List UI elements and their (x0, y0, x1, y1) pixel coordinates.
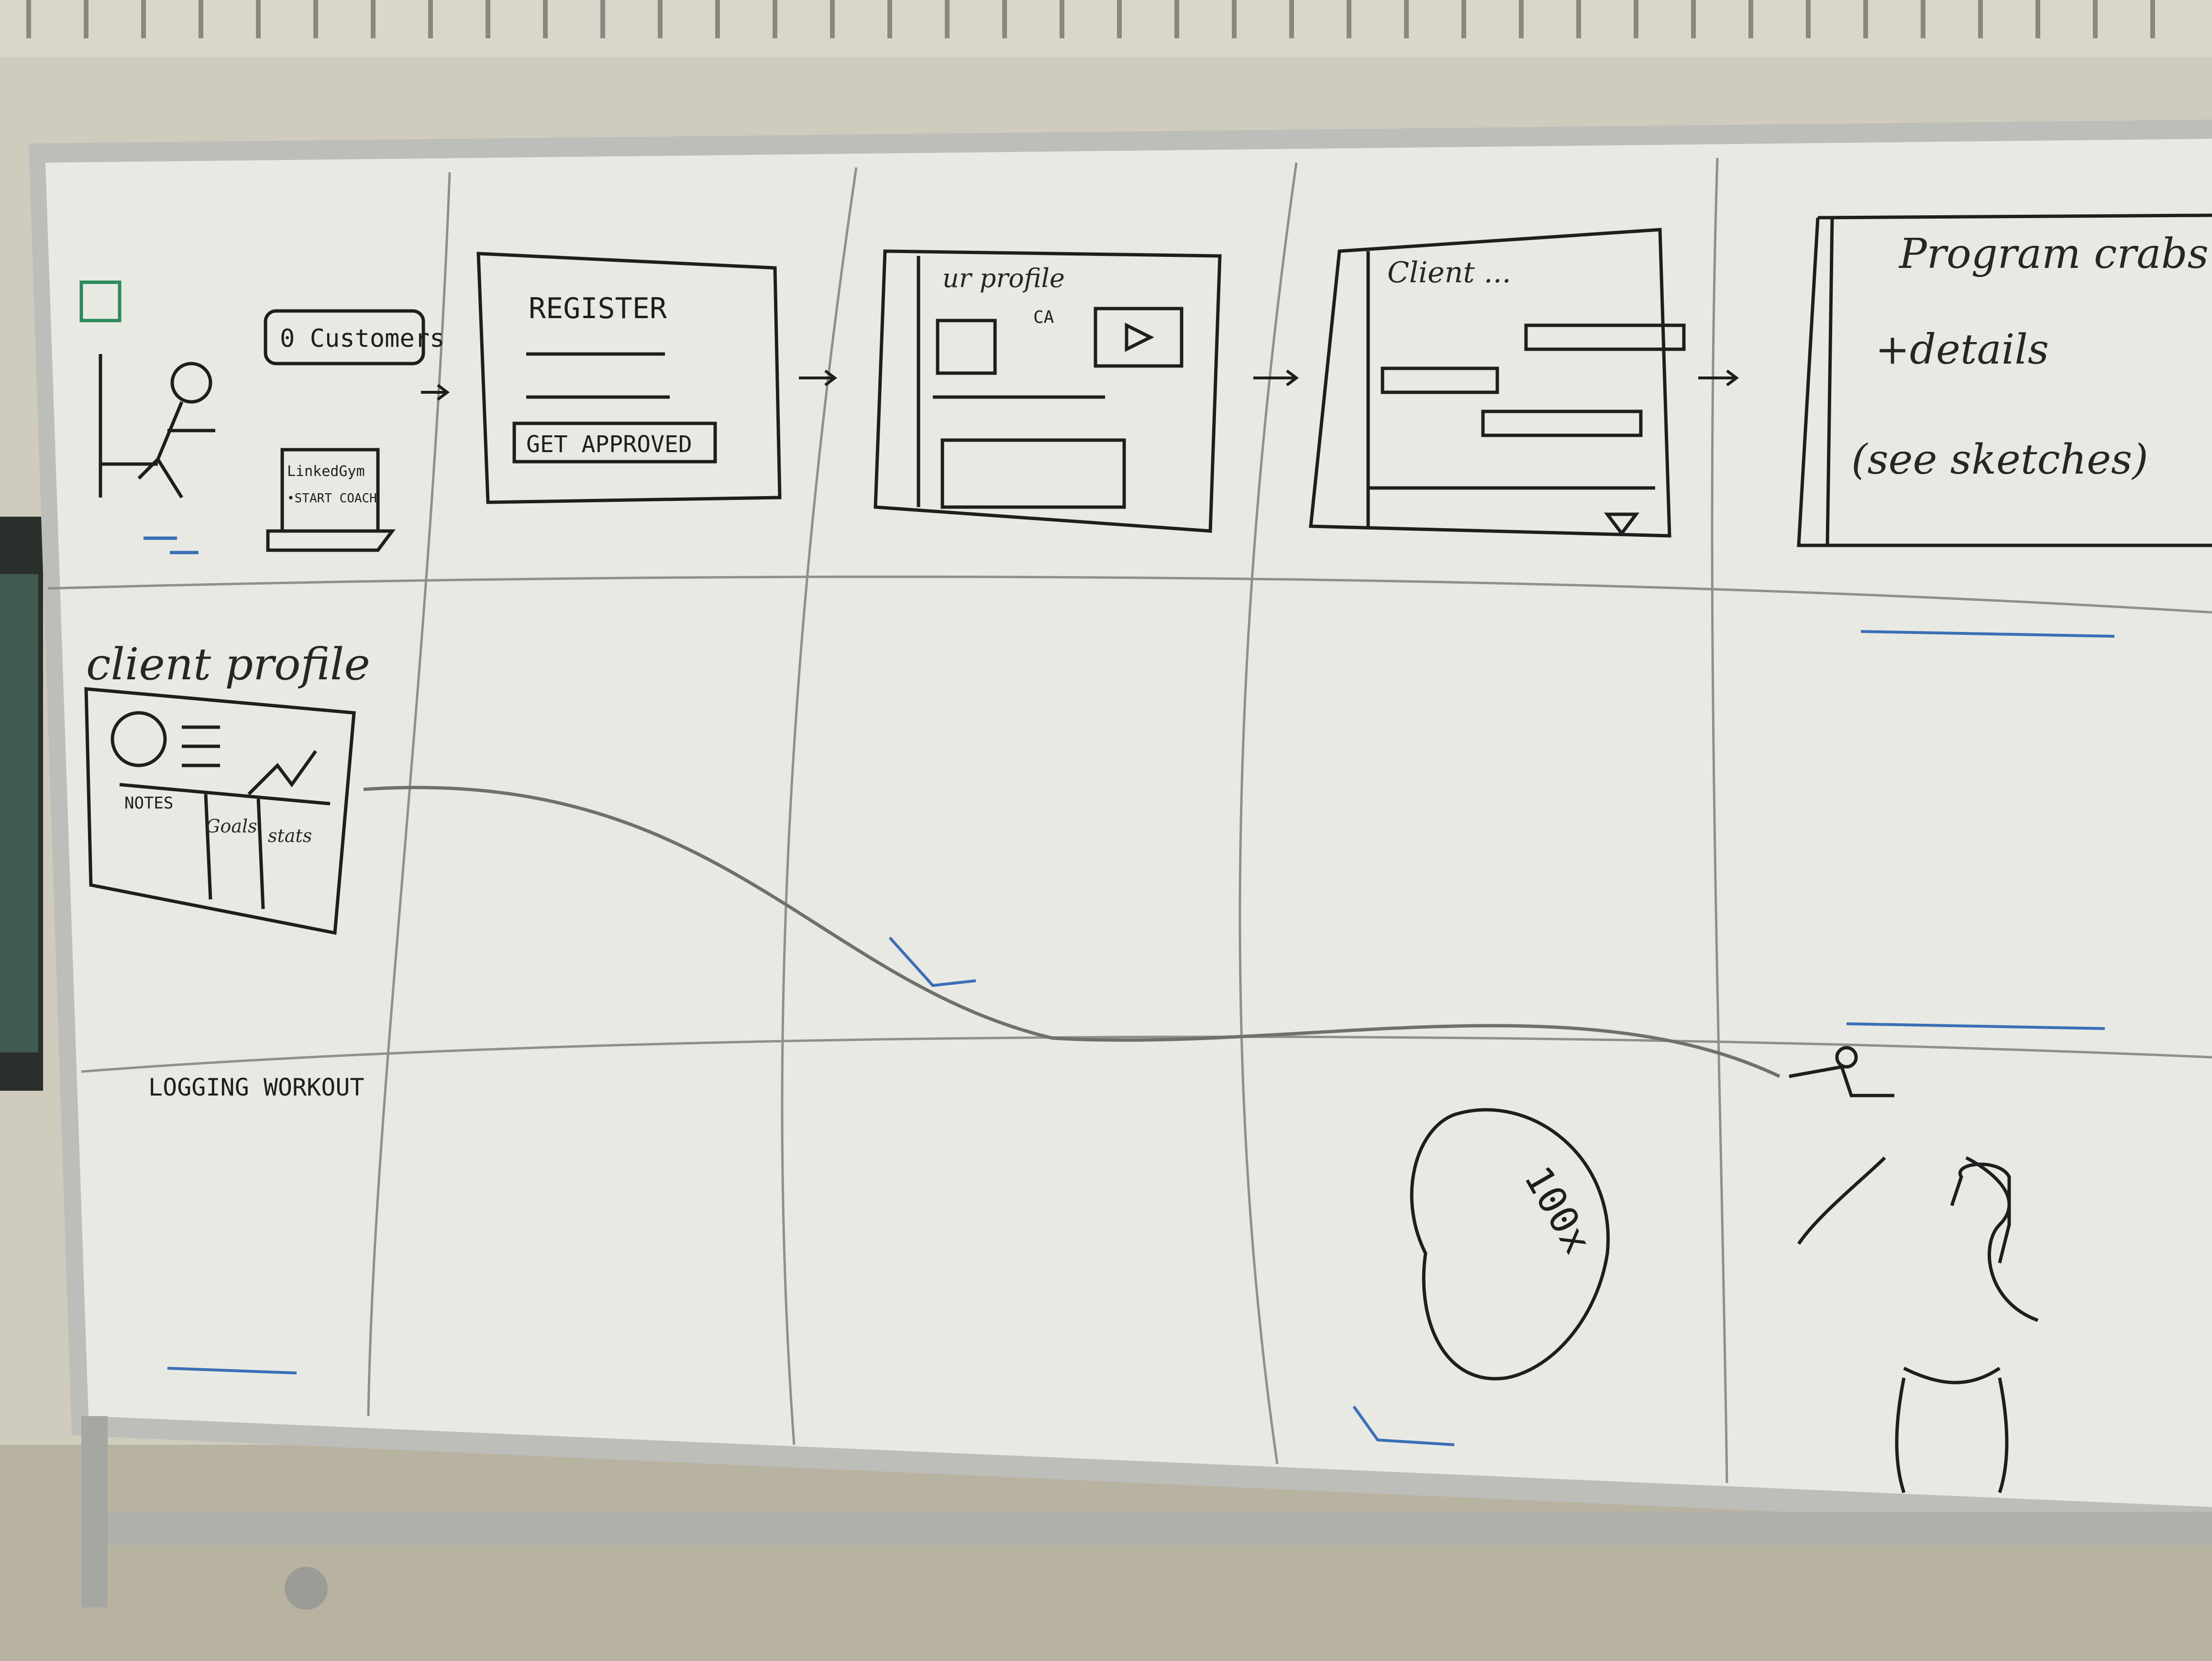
customers-bubble (264, 309, 425, 365)
dumbbell-icon (144, 536, 199, 554)
program-line-3: (see sketches) (1851, 436, 2148, 484)
laptop-line-2: •START COACH (287, 491, 377, 506)
register-frame (476, 252, 782, 504)
stand-bar (91, 1512, 2212, 1545)
whiteboard-surface (45, 139, 2212, 1507)
tab-goals: Goals (206, 816, 257, 837)
flow-curve (363, 786, 1781, 1078)
grid-lines (47, 157, 2212, 1484)
tab-stats: stats (268, 825, 312, 846)
sticky-icon (79, 280, 122, 322)
stick-figure (99, 354, 215, 498)
register-title: REGISTER (529, 292, 667, 325)
stand-leg-left (81, 1416, 108, 1607)
profile-badge: CA (1033, 308, 1054, 327)
flow-arrows (421, 369, 1739, 401)
profile-title: ur profile (942, 263, 1065, 293)
profile-frame (874, 249, 1222, 533)
ceiling-slats (26, 0, 2155, 38)
tab-notes: NOTES (124, 794, 173, 813)
customers-bubble-text: 0 Customers (280, 324, 444, 353)
clients-frame (1309, 228, 1686, 538)
logging-workout-label: LOGGING WORKOUT (148, 1074, 365, 1101)
client-profile-title: client profile (86, 639, 370, 690)
laptop-sketch (266, 448, 396, 552)
blue-smudges (167, 630, 2115, 1446)
head-sketch (1410, 1108, 1610, 1381)
ceiling (0, 0, 2212, 57)
program-line-2: +details (1875, 326, 2049, 374)
get-approved-label: GET APPROVED (526, 431, 692, 458)
program-line-1: Program crabs (1898, 230, 2209, 278)
side-monitor-screen (0, 574, 38, 1052)
clients-title: Client ... (1387, 256, 1511, 289)
program-frame (1797, 213, 2212, 547)
laptop-line-1: LinkedGym (287, 463, 365, 480)
client-profile-frame (84, 687, 356, 935)
muscle-figure (1789, 1046, 2039, 1494)
stand-wheel (285, 1567, 328, 1610)
